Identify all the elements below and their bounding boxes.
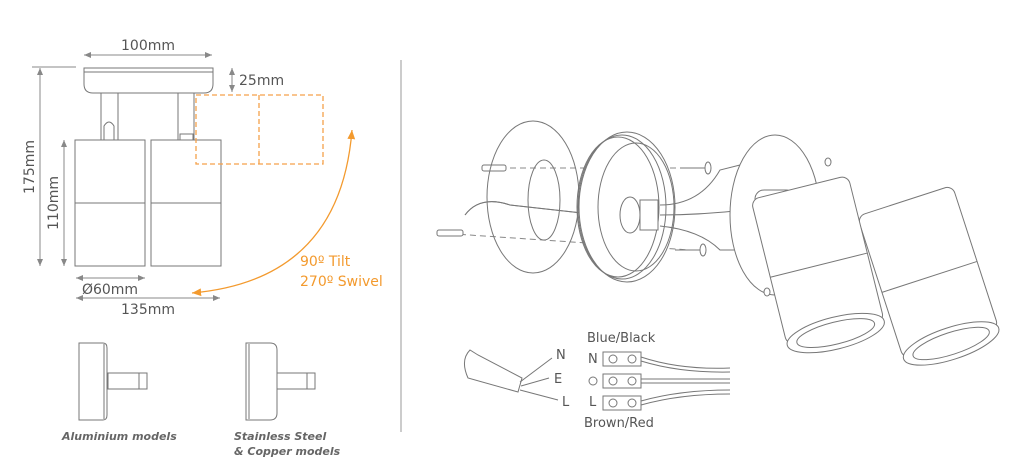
cable-l-label: L xyxy=(562,395,570,410)
connector-block xyxy=(602,351,642,411)
stainless-caption-line2: & Copper models xyxy=(234,445,341,458)
wall-plug-icon xyxy=(436,229,464,237)
brown-red-label: Brown/Red xyxy=(584,416,654,431)
mains-cable xyxy=(464,349,523,393)
dim-base-height: 25mm xyxy=(239,73,284,89)
aluminium-model-view: Aluminium models xyxy=(61,342,177,443)
stainless-model-view: Stainless Steel & Copper models xyxy=(234,342,341,458)
screw-icon xyxy=(675,243,707,257)
dim-base-width: 100mm xyxy=(121,38,175,54)
wall-gasket xyxy=(486,120,580,274)
tilt-label: 90º Tilt xyxy=(300,254,351,270)
wiring-diagram: N E L Blue/Black N L Brown/Red xyxy=(464,331,731,431)
front-view-drawing: 100mm 25mm 175mm 110mm Ø60mm 135mm 90º T… xyxy=(22,38,383,318)
earth-icon xyxy=(588,376,598,386)
exploded-installation-view xyxy=(436,120,1000,366)
base-plate xyxy=(83,67,214,94)
stem-right xyxy=(177,92,195,141)
screw-icon xyxy=(680,161,712,175)
cable-n-label: N xyxy=(556,348,566,363)
swivel-label: 270º Swivel xyxy=(300,274,383,290)
dim-total-height: 175mm xyxy=(22,140,38,194)
tilt-swivel-arrow xyxy=(191,129,356,297)
wall-plug-icon xyxy=(481,164,507,172)
dim-head-height: 110mm xyxy=(46,176,62,230)
terminal-block xyxy=(639,199,659,231)
stainless-caption-line1: Stainless Steel xyxy=(234,430,326,443)
block-n-label: N xyxy=(588,352,598,367)
aluminium-caption: Aluminium models xyxy=(61,430,177,443)
dim-total-width: 135mm xyxy=(121,302,175,318)
blue-black-label: Blue/Black xyxy=(587,331,656,346)
mounting-base xyxy=(578,131,676,283)
block-l-label: L xyxy=(589,395,597,410)
cable-e-label: E xyxy=(554,372,562,387)
dim-head-diameter: Ø60mm xyxy=(82,282,138,298)
